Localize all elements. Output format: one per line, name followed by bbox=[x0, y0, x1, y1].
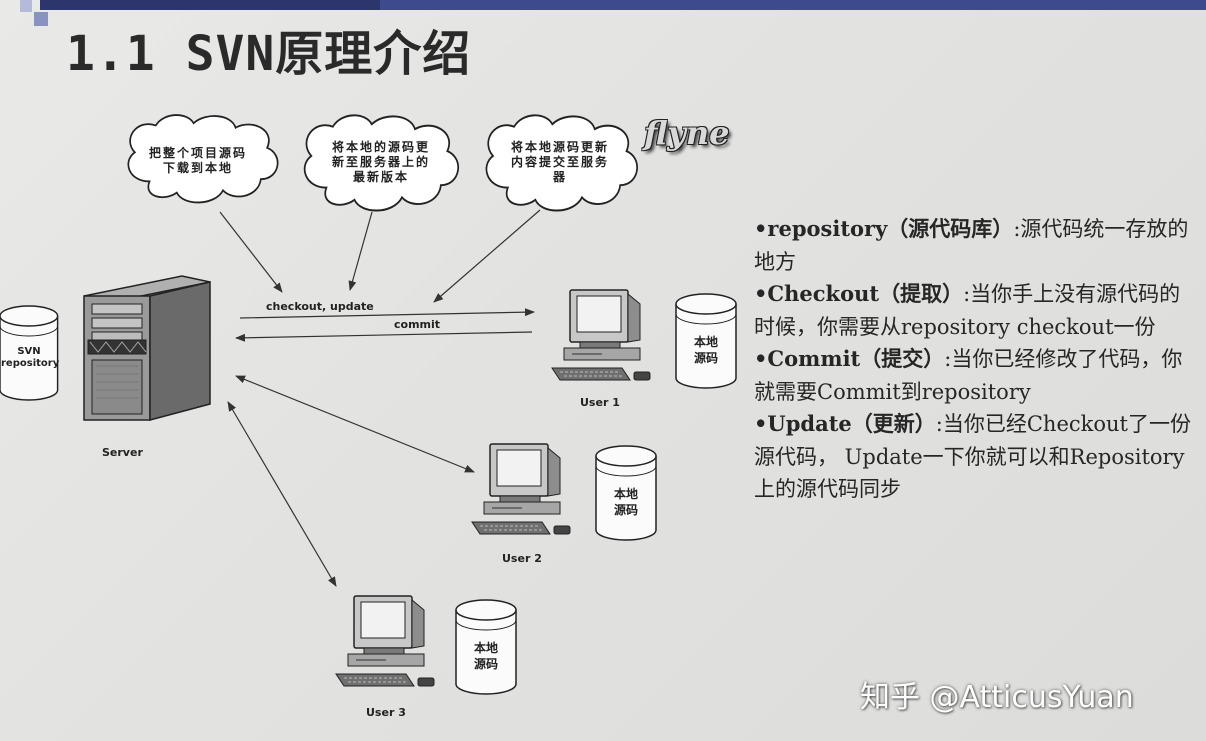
user2-label: User 2 bbox=[502, 552, 542, 565]
callout-arrow bbox=[433, 209, 541, 303]
commit-arrow bbox=[235, 331, 533, 342]
corner-decoration bbox=[20, 0, 32, 12]
title-accent-bar bbox=[40, 0, 1206, 10]
source-credit: 知乎 @AtticusYuan bbox=[860, 680, 1134, 715]
flyne-logo: flyne bbox=[644, 114, 730, 152]
server-label: Server bbox=[102, 446, 143, 459]
svn-diagram bbox=[0, 114, 737, 695]
title-accent-bar-dark bbox=[40, 0, 380, 10]
svn-repository-label: SVN repository bbox=[1, 346, 60, 369]
concept-notes: •repository（源代码库）:源代码统一存放的地方 •Checkout（提… bbox=[754, 213, 1194, 506]
callout-arrow bbox=[348, 211, 373, 291]
note-repository: •repository（源代码库）:源代码统一存放的地方 bbox=[754, 216, 1189, 274]
cloud-update-text: 将本地的源码更 新至服务器上的 最新版本 bbox=[331, 140, 430, 184]
server-icon bbox=[83, 275, 211, 421]
cloud-commit-text: 将本地源码更新 内容提交至服务 器 bbox=[510, 140, 609, 184]
callout-arrow bbox=[219, 211, 283, 293]
sync-arrow-user2 bbox=[235, 375, 475, 473]
user3-computer-icon bbox=[335, 595, 435, 687]
user2-local-code-label: 本地 源码 bbox=[613, 487, 638, 517]
user3-label: User 3 bbox=[366, 706, 406, 719]
user2-computer-icon bbox=[471, 443, 571, 535]
commit-label: commit bbox=[394, 318, 441, 331]
slide-title: 1.1 SVN原理介绍 bbox=[66, 26, 472, 82]
cloud-checkout-text: 把整个项目源码 下载到本地 bbox=[148, 146, 247, 175]
checkout-update-label: checkout, update bbox=[266, 300, 374, 313]
user1-computer-icon bbox=[551, 289, 651, 381]
note-commit: •Commit（提交）:当你已经修改了代码，你就需要Commit到reposit… bbox=[754, 346, 1183, 404]
note-update: •Update（更新）:当你已经Checkout了一份源代码， Update一下… bbox=[754, 411, 1191, 501]
checkout-update-arrow bbox=[239, 308, 535, 319]
note-checkout: •Checkout（提取）:当你手上没有源代码的时候，你需要从repositor… bbox=[754, 281, 1181, 339]
user3-local-code-label: 本地 源码 bbox=[473, 641, 498, 671]
sync-arrow-user3 bbox=[227, 401, 337, 587]
corner-decoration bbox=[34, 12, 48, 26]
user1-label: User 1 bbox=[580, 396, 620, 409]
user1-local-code-label: 本地 源码 bbox=[693, 335, 718, 365]
